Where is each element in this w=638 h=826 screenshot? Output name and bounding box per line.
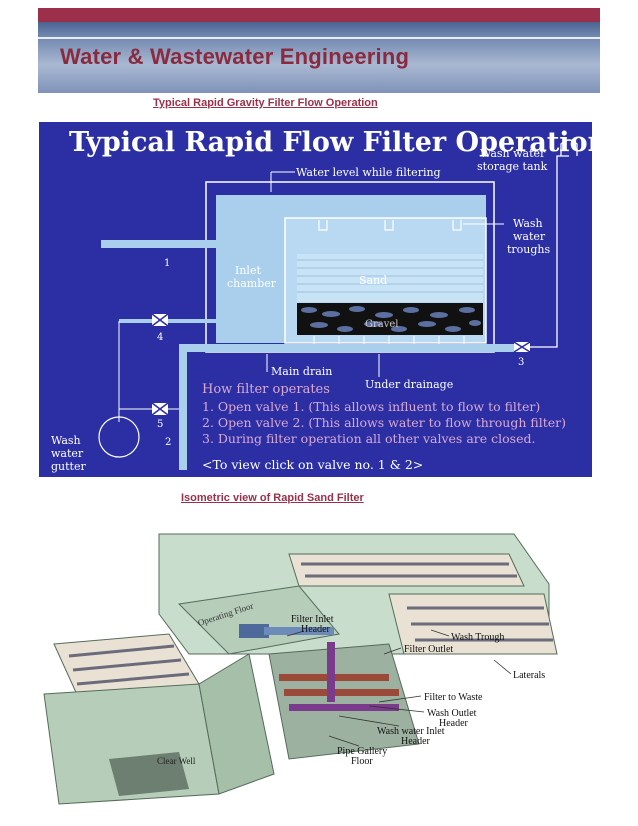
laterals-label: Laterals <box>513 670 545 681</box>
main-drain-label: Main drain <box>271 365 332 378</box>
gutter-label-3: gutter <box>51 460 86 473</box>
valve-5-label: 5 <box>157 419 163 430</box>
pipe-gallery-label-2: Floor <box>351 756 373 767</box>
pipe-gallery-label: Pipe Gallery <box>337 746 387 757</box>
view-hint: <To view click on valve no. 1 & 2> <box>202 457 423 472</box>
wash-inlet-label: Wash water Inlet <box>377 726 445 737</box>
instructions-heading: How filter operates <box>202 382 330 397</box>
figure2-caption: Isometric view of Rapid Sand Filter <box>181 492 364 504</box>
valve-1-label: 1 <box>164 258 170 269</box>
inlet-chamber-label: Inlet <box>235 264 261 277</box>
gravel-label: Gravel <box>365 319 399 330</box>
right-wash-troughs <box>407 606 553 642</box>
diagram-title: Typical Rapid Flow Filter Operation <box>69 127 592 158</box>
wash-outlet-label-2: Header <box>439 718 469 729</box>
instruction-step-2: 2. Open valve 2. (This allows water to f… <box>202 415 566 430</box>
storage-tank-label: Wash water <box>480 147 546 160</box>
underdrain-arrows <box>313 336 465 344</box>
sand-layer <box>297 254 483 302</box>
figure1-caption: Typical Rapid Gravity Filter Flow Operat… <box>153 97 378 109</box>
gutter-label-2: water <box>51 447 84 460</box>
clear-well-opening <box>109 752 189 796</box>
wash-inlet-label-2: Header <box>401 736 431 747</box>
storage-tank-icon <box>560 139 578 156</box>
valve-4[interactable] <box>151 313 169 327</box>
filter-inlet-label-2: Header <box>301 624 331 635</box>
upper-filter-bed <box>288 553 525 587</box>
filter-to-waste-label: Filter to Waste <box>424 692 483 703</box>
storage-tank-label-2: storage tank <box>477 160 548 173</box>
valve-2-label[interactable]: 2 <box>165 437 171 448</box>
rapid-filter-operation-diagram: Typical Rapid Flow Filter Operation Sand… <box>39 122 592 477</box>
valve-5[interactable] <box>151 402 169 416</box>
wash-water-pipe <box>530 155 569 348</box>
header-banner <box>38 22 600 93</box>
wash-troughs-label-3: troughs <box>507 243 551 256</box>
wash-water-gutter <box>98 416 140 458</box>
wash-troughs-label-2: water <box>513 230 546 243</box>
sand-label: Sand <box>359 274 387 287</box>
page-title: Water & Wastewater Engineering <box>60 44 410 69</box>
leader-lines <box>286 629 512 747</box>
wash-troughs <box>318 220 462 231</box>
instruction-step-3: 3. During filter operation all other val… <box>202 431 535 446</box>
inlet-chamber-label-2: chamber <box>227 277 277 290</box>
wash-trough-label: Wash Trough <box>451 632 504 643</box>
inlet-pipe <box>101 240 216 248</box>
clear-well-label: Clear Well <box>157 756 196 766</box>
gutter-label: Wash <box>51 434 81 447</box>
pipe-gallery <box>268 643 420 760</box>
pipe-network <box>239 624 399 711</box>
wash-troughs-label: Wash <box>513 217 543 230</box>
operating-floor <box>177 585 340 655</box>
wash-outlet-label: Wash Outlet <box>427 708 477 719</box>
under-drainage-label: Under drainage <box>365 378 453 391</box>
header-divider <box>38 37 600 39</box>
header-accent-bar <box>38 8 600 22</box>
filter-outlet-label: Filter Outlet <box>404 644 453 655</box>
filter-inlet-label: Filter Inlet <box>291 614 334 625</box>
front-pillar <box>198 653 275 795</box>
valve-4-label: 4 <box>157 332 163 343</box>
filter-schematic: Typical Rapid Flow Filter Operation Sand… <box>51 127 592 473</box>
valve-3[interactable] <box>513 341 531 353</box>
upper-wash-troughs <box>301 562 517 578</box>
left-wash-troughs <box>68 644 190 686</box>
isometric-filter-drawing: Operating Floor Clear Well <box>43 533 558 805</box>
valve-3-label: 3 <box>518 357 524 368</box>
gravel-stones <box>301 306 481 332</box>
water-level-label: Water level while filtering <box>296 166 441 179</box>
instruction-step-1: 1. Open valve 1. (This allows influent t… <box>202 399 540 414</box>
isometric-sand-filter-diagram: Operating Floor Clear Well <box>39 524 571 806</box>
